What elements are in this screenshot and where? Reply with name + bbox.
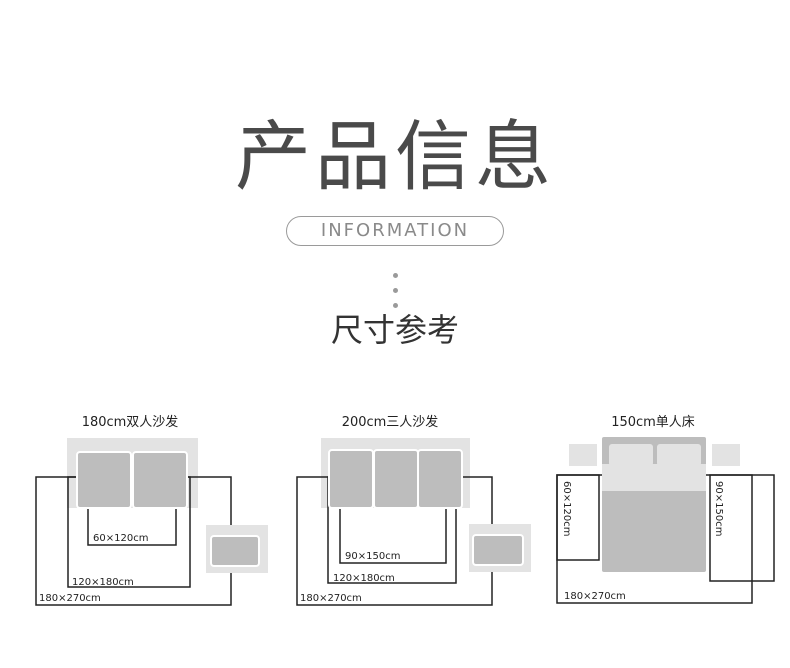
page-title: 产品信息 <box>235 112 555 201</box>
size-label: 120×180cm <box>333 573 395 584</box>
size-label: 180×270cm <box>39 593 101 604</box>
divider-dot <box>393 273 398 278</box>
size-label: 180×270cm <box>300 593 362 604</box>
size-label: 180×270cm <box>564 591 626 602</box>
section-title: 尺寸参考 <box>330 311 459 349</box>
size-label: 90×150cm <box>345 551 400 562</box>
sofa-3-diagram: 90×150cm 120×180cm 180×270cm <box>296 438 531 606</box>
pillow <box>609 444 653 466</box>
divider-dot <box>393 303 398 308</box>
sofa-cushion <box>132 451 188 509</box>
rug-right-medium <box>709 474 775 582</box>
rug-left-small <box>556 474 600 561</box>
sofa-cushion <box>328 449 374 509</box>
bed-blanket-top <box>602 464 706 491</box>
diagram-caption-sofa-2: 180cm双人沙发 <box>81 415 179 430</box>
sofa-cushion <box>373 449 419 509</box>
size-label: 60×120cm <box>93 533 148 544</box>
sofa-2-diagram: 60×120cm 120×180cm 180×270cm <box>35 438 268 606</box>
nightstand <box>569 444 597 466</box>
bed-diagram: 60×120cm 90×150cm 180×270cm <box>556 437 775 604</box>
size-label: 120×180cm <box>72 577 134 588</box>
diagram-caption-sofa-3: 200cm三人沙发 <box>341 415 439 430</box>
pillow <box>657 444 701 466</box>
side-table <box>210 535 260 567</box>
sofa-cushion <box>76 451 132 509</box>
diagram-caption-bed: 150cm单人床 <box>611 415 695 430</box>
nightstand <box>712 444 740 466</box>
size-label: 60×120cm <box>561 481 572 536</box>
sofa-cushion <box>417 449 463 509</box>
information-badge: INFORMATION <box>286 216 504 246</box>
divider-dot <box>393 288 398 293</box>
side-table <box>472 534 524 566</box>
size-label: 90×150cm <box>713 481 724 536</box>
